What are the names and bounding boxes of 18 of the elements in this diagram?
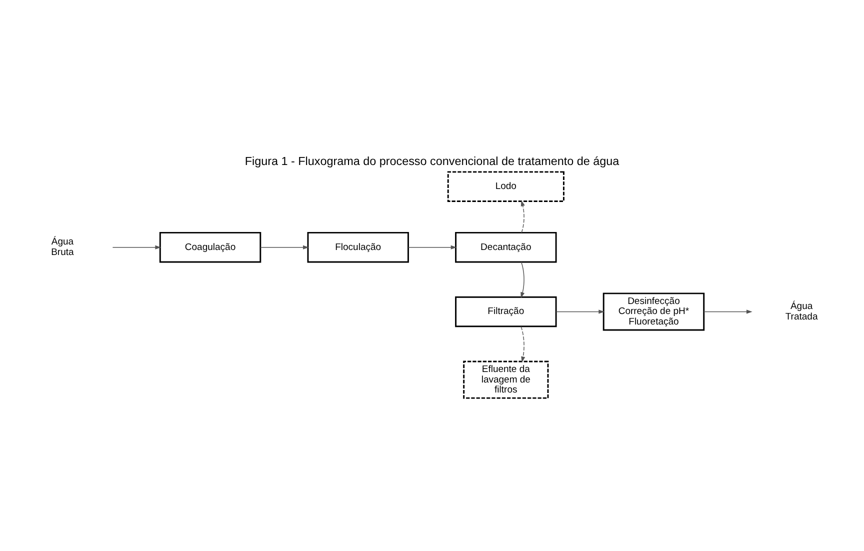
node-box: Efluente da lavagem de filtros: [463, 360, 549, 399]
arrow: [260, 245, 309, 250]
node-text: Água Tratada: [785, 301, 818, 322]
arrow: [112, 245, 162, 250]
node-box: Lodo: [447, 171, 564, 202]
arrow: [704, 310, 752, 314]
node-box: Filtração: [455, 296, 557, 328]
node-box: Floculação: [307, 232, 409, 263]
arrow: [556, 310, 605, 314]
node-box: Desinfecção Correção de pH* Fluoretação: [602, 292, 705, 331]
node-box: Decantação: [455, 232, 557, 263]
node-text: Água Bruta: [51, 236, 74, 258]
diagram-title: Figura 1 - Fluxograma do processo convencional de tratamento de água: [244, 155, 620, 168]
arrow: [520, 200, 525, 234]
arrow: [520, 326, 526, 362]
arrow: [408, 245, 457, 250]
node-box: Coagulação: [159, 232, 262, 263]
arrow: [520, 262, 525, 298]
